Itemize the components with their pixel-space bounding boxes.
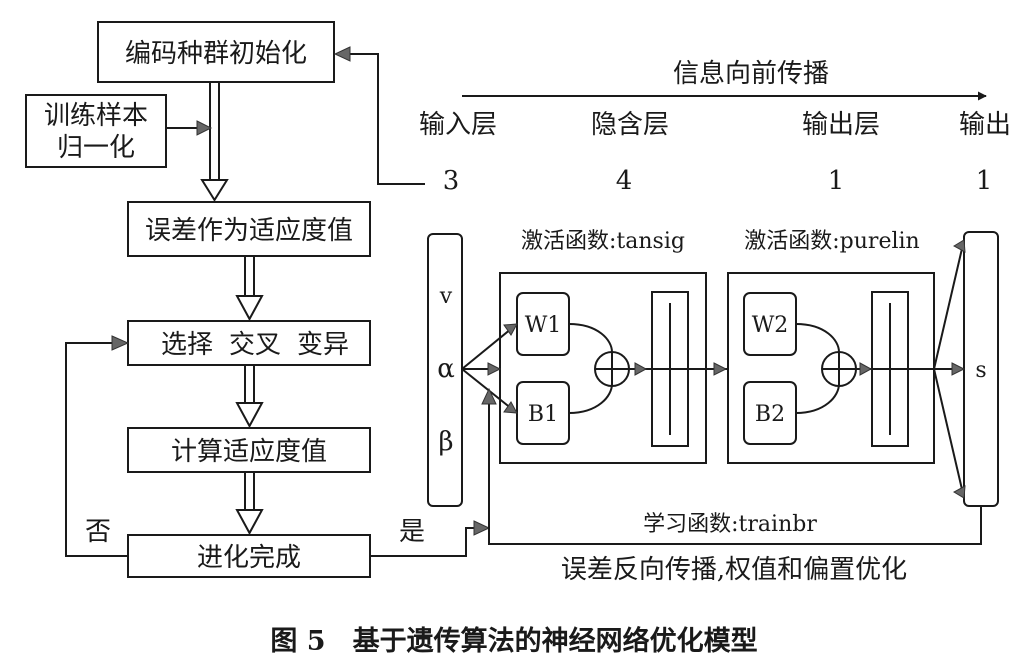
normalize-box	[25, 94, 167, 168]
hollow-arrow-1	[200, 82, 229, 202]
init-box	[97, 21, 335, 83]
layer-count-output: 1	[976, 166, 993, 196]
ga-flowchart: 编码种群初始化 训练样本 归一化 误差作为适应度值 选择 交叉 变异 计算适应度…	[25, 21, 491, 578]
normalize-label-2: 归一化	[57, 133, 135, 163]
hollow-arrow-2	[235, 256, 264, 322]
layer-count-input: 3	[443, 166, 460, 196]
calc-label: 计算适应度值	[171, 437, 327, 467]
fitness-label: 误差作为适应度值	[145, 216, 353, 246]
forward-label: 信息向前传播	[673, 59, 829, 89]
layer-count-hidden: 4	[616, 166, 633, 196]
ops-label-cross: 交叉	[229, 330, 281, 360]
yes-line	[370, 527, 476, 557]
ops-box	[127, 320, 371, 366]
hollow-arrow-4	[235, 472, 264, 536]
b2-label: B2	[755, 402, 785, 427]
act1-label: 激活函数:tansig	[521, 229, 685, 254]
no-label: 否	[85, 517, 111, 547]
backprop-label: 误差反向传播,权值和偏置优化	[561, 555, 907, 585]
feedback-line	[348, 53, 425, 185]
sum-node-1	[594, 351, 630, 387]
normalize-label-1: 训练样本	[44, 101, 148, 131]
sum-node-2	[821, 351, 857, 387]
input-beta: β	[438, 427, 453, 457]
yes-label: 是	[399, 517, 425, 547]
no-loop-line	[65, 342, 128, 557]
layer-count-outlayer: 1	[828, 166, 845, 196]
ops-label-select: 选择	[161, 330, 213, 360]
layer-name-hidden: 隐含层	[591, 110, 669, 140]
layer-name-outlayer: 输出层	[802, 110, 880, 140]
figure-caption: 图 5 基于遗传算法的神经网络优化模型	[270, 625, 757, 657]
layer-name-input: 输入层	[419, 110, 497, 140]
input-alpha: α	[437, 354, 455, 384]
neural-network: 信息向前传播 输入层 隐含层 输出层 输出 3 4 1 1 激活函数:tansi…	[419, 59, 1011, 585]
input-v: v	[439, 284, 453, 309]
act2-label: 激活函数:purelin	[744, 229, 919, 254]
layer-name-output: 输出	[959, 110, 1011, 140]
learn-label: 学习函数:trainbr	[643, 512, 817, 537]
w2-label: W2	[752, 313, 789, 338]
done-label: 进化完成	[197, 543, 301, 573]
ops-label-mutate: 变异	[297, 330, 349, 360]
b1-label: B1	[528, 402, 558, 427]
w1-label: W1	[525, 313, 562, 338]
hollow-arrow-3	[235, 365, 264, 429]
calc-box	[127, 427, 371, 473]
fitness-box	[127, 201, 371, 257]
output-s: s	[975, 358, 986, 383]
backprop-line	[488, 402, 982, 545]
init-label: 编码种群初始化	[125, 39, 307, 69]
